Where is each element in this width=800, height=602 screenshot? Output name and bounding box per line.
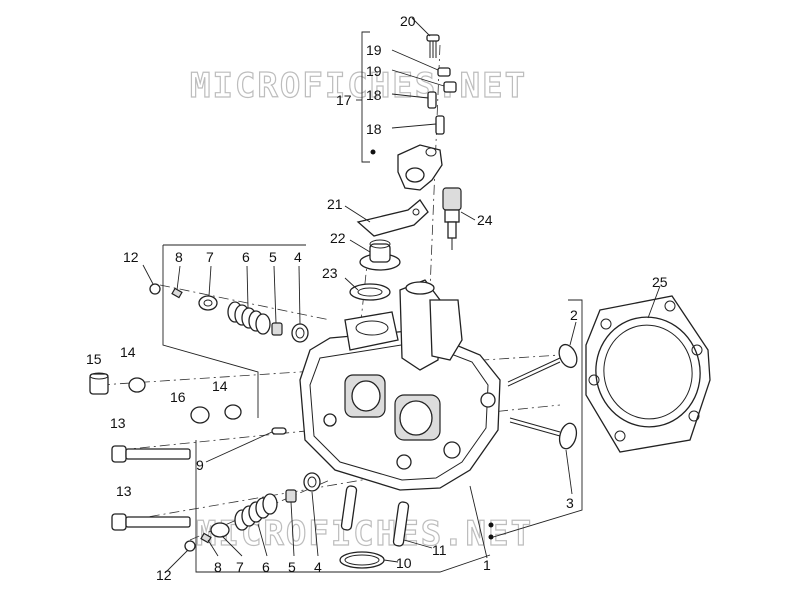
callout-23: 23 [322, 265, 338, 281]
callout-12-a: 12 [123, 249, 139, 265]
part-21-bracket [356, 199, 429, 237]
part-25-head-gasket [585, 295, 711, 453]
valve-train-lower [184, 472, 321, 552]
callout-16: 16 [170, 389, 186, 405]
part-16-nut [190, 406, 210, 424]
callout-8-b: 8 [214, 559, 222, 575]
part-10-oring-inner [344, 554, 380, 566]
callout-11: 11 [432, 542, 447, 558]
watermark-top: MICROFICHES.NET [190, 66, 527, 106]
callout-25: 25 [652, 274, 668, 290]
valve-train-upper [149, 283, 309, 343]
part-18-nipples [427, 91, 445, 135]
bracket-valve-train-upper [162, 245, 259, 418]
callout-5-a: 5 [269, 249, 277, 265]
part-1-cylinder-head [299, 279, 501, 491]
callout-5-b: 5 [288, 559, 296, 575]
part-14-washer-b [224, 404, 242, 420]
part-14-washer-a [128, 377, 146, 393]
part-10-oring [339, 551, 385, 569]
leader-lines [142, 17, 661, 573]
callout-10: 10 [396, 555, 412, 571]
callout-18-a: 18 [366, 87, 382, 103]
callout-20: 20 [400, 13, 416, 29]
callout-21: 21 [327, 196, 343, 212]
callout-13-b: 13 [116, 483, 132, 499]
callout-2: 2 [570, 307, 578, 323]
callout-15: 15 [86, 351, 102, 367]
callout-14-b: 14 [212, 378, 228, 394]
callout-24: 24 [477, 212, 493, 228]
callout-8-a: 8 [175, 249, 183, 265]
callout-9: 9 [196, 457, 204, 473]
callout-14-a: 14 [120, 344, 136, 360]
part-24-temperature-sensor [442, 187, 462, 250]
callout-18-b: 18 [366, 121, 382, 137]
callout-7-a: 7 [206, 249, 214, 265]
bracket-valve-train-lower [195, 440, 491, 573]
part-9-pin [271, 427, 287, 435]
part-11-dowels [340, 485, 410, 547]
callout-17: 17 [336, 92, 352, 108]
bracket-17 [361, 31, 370, 163]
bracket-1 [489, 299, 583, 539]
part-19-bleed-screws [437, 67, 457, 93]
callout-12-b: 12 [156, 567, 172, 583]
bracket-1-dot-b [488, 534, 494, 540]
callout-1: 1 [483, 557, 491, 573]
part-15-spacer [89, 372, 109, 395]
part-17-thermostat-housing [397, 144, 443, 191]
part-22-thermostat [359, 239, 401, 271]
callout-13-a: 13 [110, 415, 126, 431]
callout-19-a: 19 [366, 42, 382, 58]
callout-6-a: 6 [242, 249, 250, 265]
part-13-bolt-bottom [111, 513, 191, 531]
part-3-valve-bottom [509, 417, 578, 450]
part-2-valve-top [507, 343, 578, 387]
callout-4-b: 4 [314, 559, 322, 575]
callout-7-b: 7 [236, 559, 244, 575]
callout-22: 22 [330, 230, 346, 246]
callout-19-b: 19 [366, 63, 382, 79]
part-23-gasket [349, 283, 391, 301]
callout-6-b: 6 [262, 559, 270, 575]
callout-4-a: 4 [294, 249, 302, 265]
part-20-screw [426, 34, 440, 58]
part-13-bolt-top [111, 445, 191, 463]
bracket-17-dot [370, 149, 376, 155]
callouts: 20 19 19 18 17 18 21 24 22 23 25 12 8 7 … [86, 13, 668, 583]
bracket-1-dot-a [488, 522, 494, 528]
callout-3: 3 [566, 495, 574, 511]
